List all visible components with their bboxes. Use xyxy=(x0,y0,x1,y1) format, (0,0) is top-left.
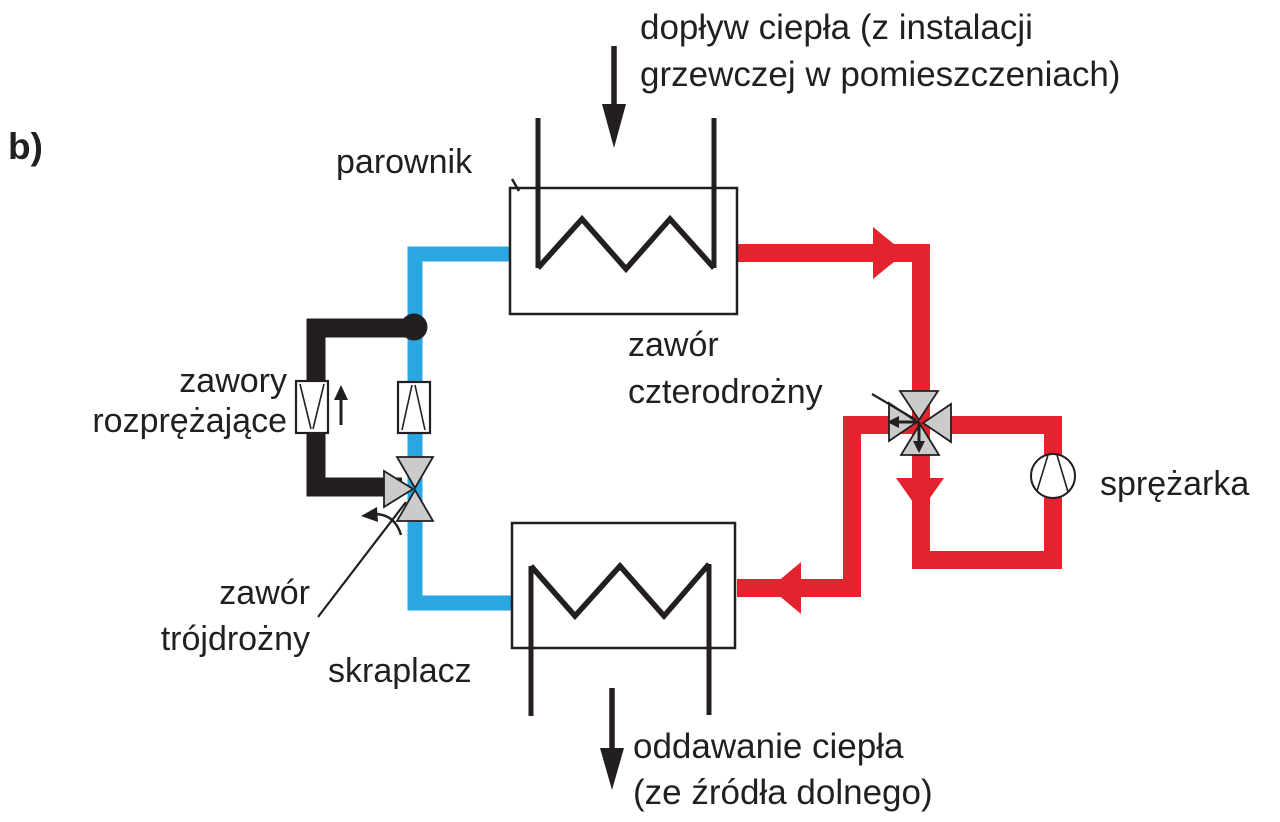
expansion-valve-left-vane xyxy=(312,383,325,430)
expansion-valves-label-line1: zawory xyxy=(179,362,287,400)
heat-in-label: dopływ ciepła (z instalacji grzewczej w … xyxy=(640,4,1120,98)
four-way-valve-right-port xyxy=(921,402,952,444)
compressor-vane xyxy=(1036,454,1049,492)
flow-arrow-down-icon xyxy=(896,478,944,512)
four-way-flow-down-icon xyxy=(913,441,925,453)
heat-out-label: oddawanie ciepła (ze źródła dolnego) xyxy=(633,724,933,816)
four-way-valve-label: zawór czterodrożny xyxy=(628,322,823,416)
expansion-valve-right-vane xyxy=(414,384,426,431)
four-way-flow-left-icon xyxy=(887,416,899,428)
heat-in-arrow-icon xyxy=(602,104,626,148)
pipe-junction-dot xyxy=(400,313,428,341)
heat-in-label-line2: grzewczej w pomieszczeniach) xyxy=(640,55,1121,94)
condenser-label: skraplacz xyxy=(328,652,472,690)
three-way-valve-left-port xyxy=(383,469,415,509)
compressor-symbol xyxy=(1030,453,1076,499)
figure-label: b) xyxy=(8,126,43,167)
heat-out-label-line2: (ze źródła dolnego) xyxy=(633,773,933,812)
four-way-valve-label-line1: zawór xyxy=(628,326,719,364)
heat-out-arrow-icon xyxy=(600,748,624,790)
compressor-label: sprężarka xyxy=(1100,465,1250,503)
hot-pipe-to-condenser xyxy=(737,416,930,597)
expansion-valve-left-vane xyxy=(299,383,312,430)
four-way-valve xyxy=(887,390,952,456)
expansion-valves-label-line2: rozprężające xyxy=(92,402,287,440)
compressor-vane xyxy=(1056,454,1069,493)
evaporator-box xyxy=(508,186,739,316)
evaporator-label-pointer xyxy=(510,178,521,192)
three-way-valve-label-line1: zawór xyxy=(219,574,310,612)
four-way-label-pointer xyxy=(871,393,917,421)
three-way-valve-label: zawór trójdrożny xyxy=(110,570,310,662)
four-way-valve-label-line2: czterodrożny xyxy=(628,373,823,411)
condenser-coil-zigzag xyxy=(528,561,712,621)
flow-arrow-right-icon xyxy=(873,227,905,279)
three-way-valve-label-line2: trójdrożny xyxy=(160,620,310,658)
expansion-valve-left xyxy=(294,379,330,435)
three-way-valve-bottom-port xyxy=(395,488,435,522)
four-way-valve-top-port xyxy=(898,390,940,422)
three-way-pointer-arrow-icon xyxy=(361,507,378,522)
heat-in-label-line1: dopływ ciepła (z instalacji xyxy=(640,8,1033,47)
expansion-valve-right xyxy=(396,380,432,435)
expansion-valve-right-vane xyxy=(401,384,413,431)
expansion-flow-arrow-up-icon xyxy=(334,385,348,400)
expansion-valves-label: zawory rozprężające xyxy=(24,361,287,441)
three-way-valve-top-port xyxy=(395,456,435,490)
flow-arrow-left-icon xyxy=(770,562,801,614)
three-way-pointer-curve xyxy=(375,512,403,536)
heat-out-label-line1: oddawanie ciepła xyxy=(633,727,904,766)
compressor-circle xyxy=(1030,453,1076,499)
three-way-valve xyxy=(383,456,435,522)
evaporator-label: parownik xyxy=(336,143,473,181)
three-way-label-pointer xyxy=(317,501,407,618)
evaporator-coil-zigzag xyxy=(535,214,717,274)
